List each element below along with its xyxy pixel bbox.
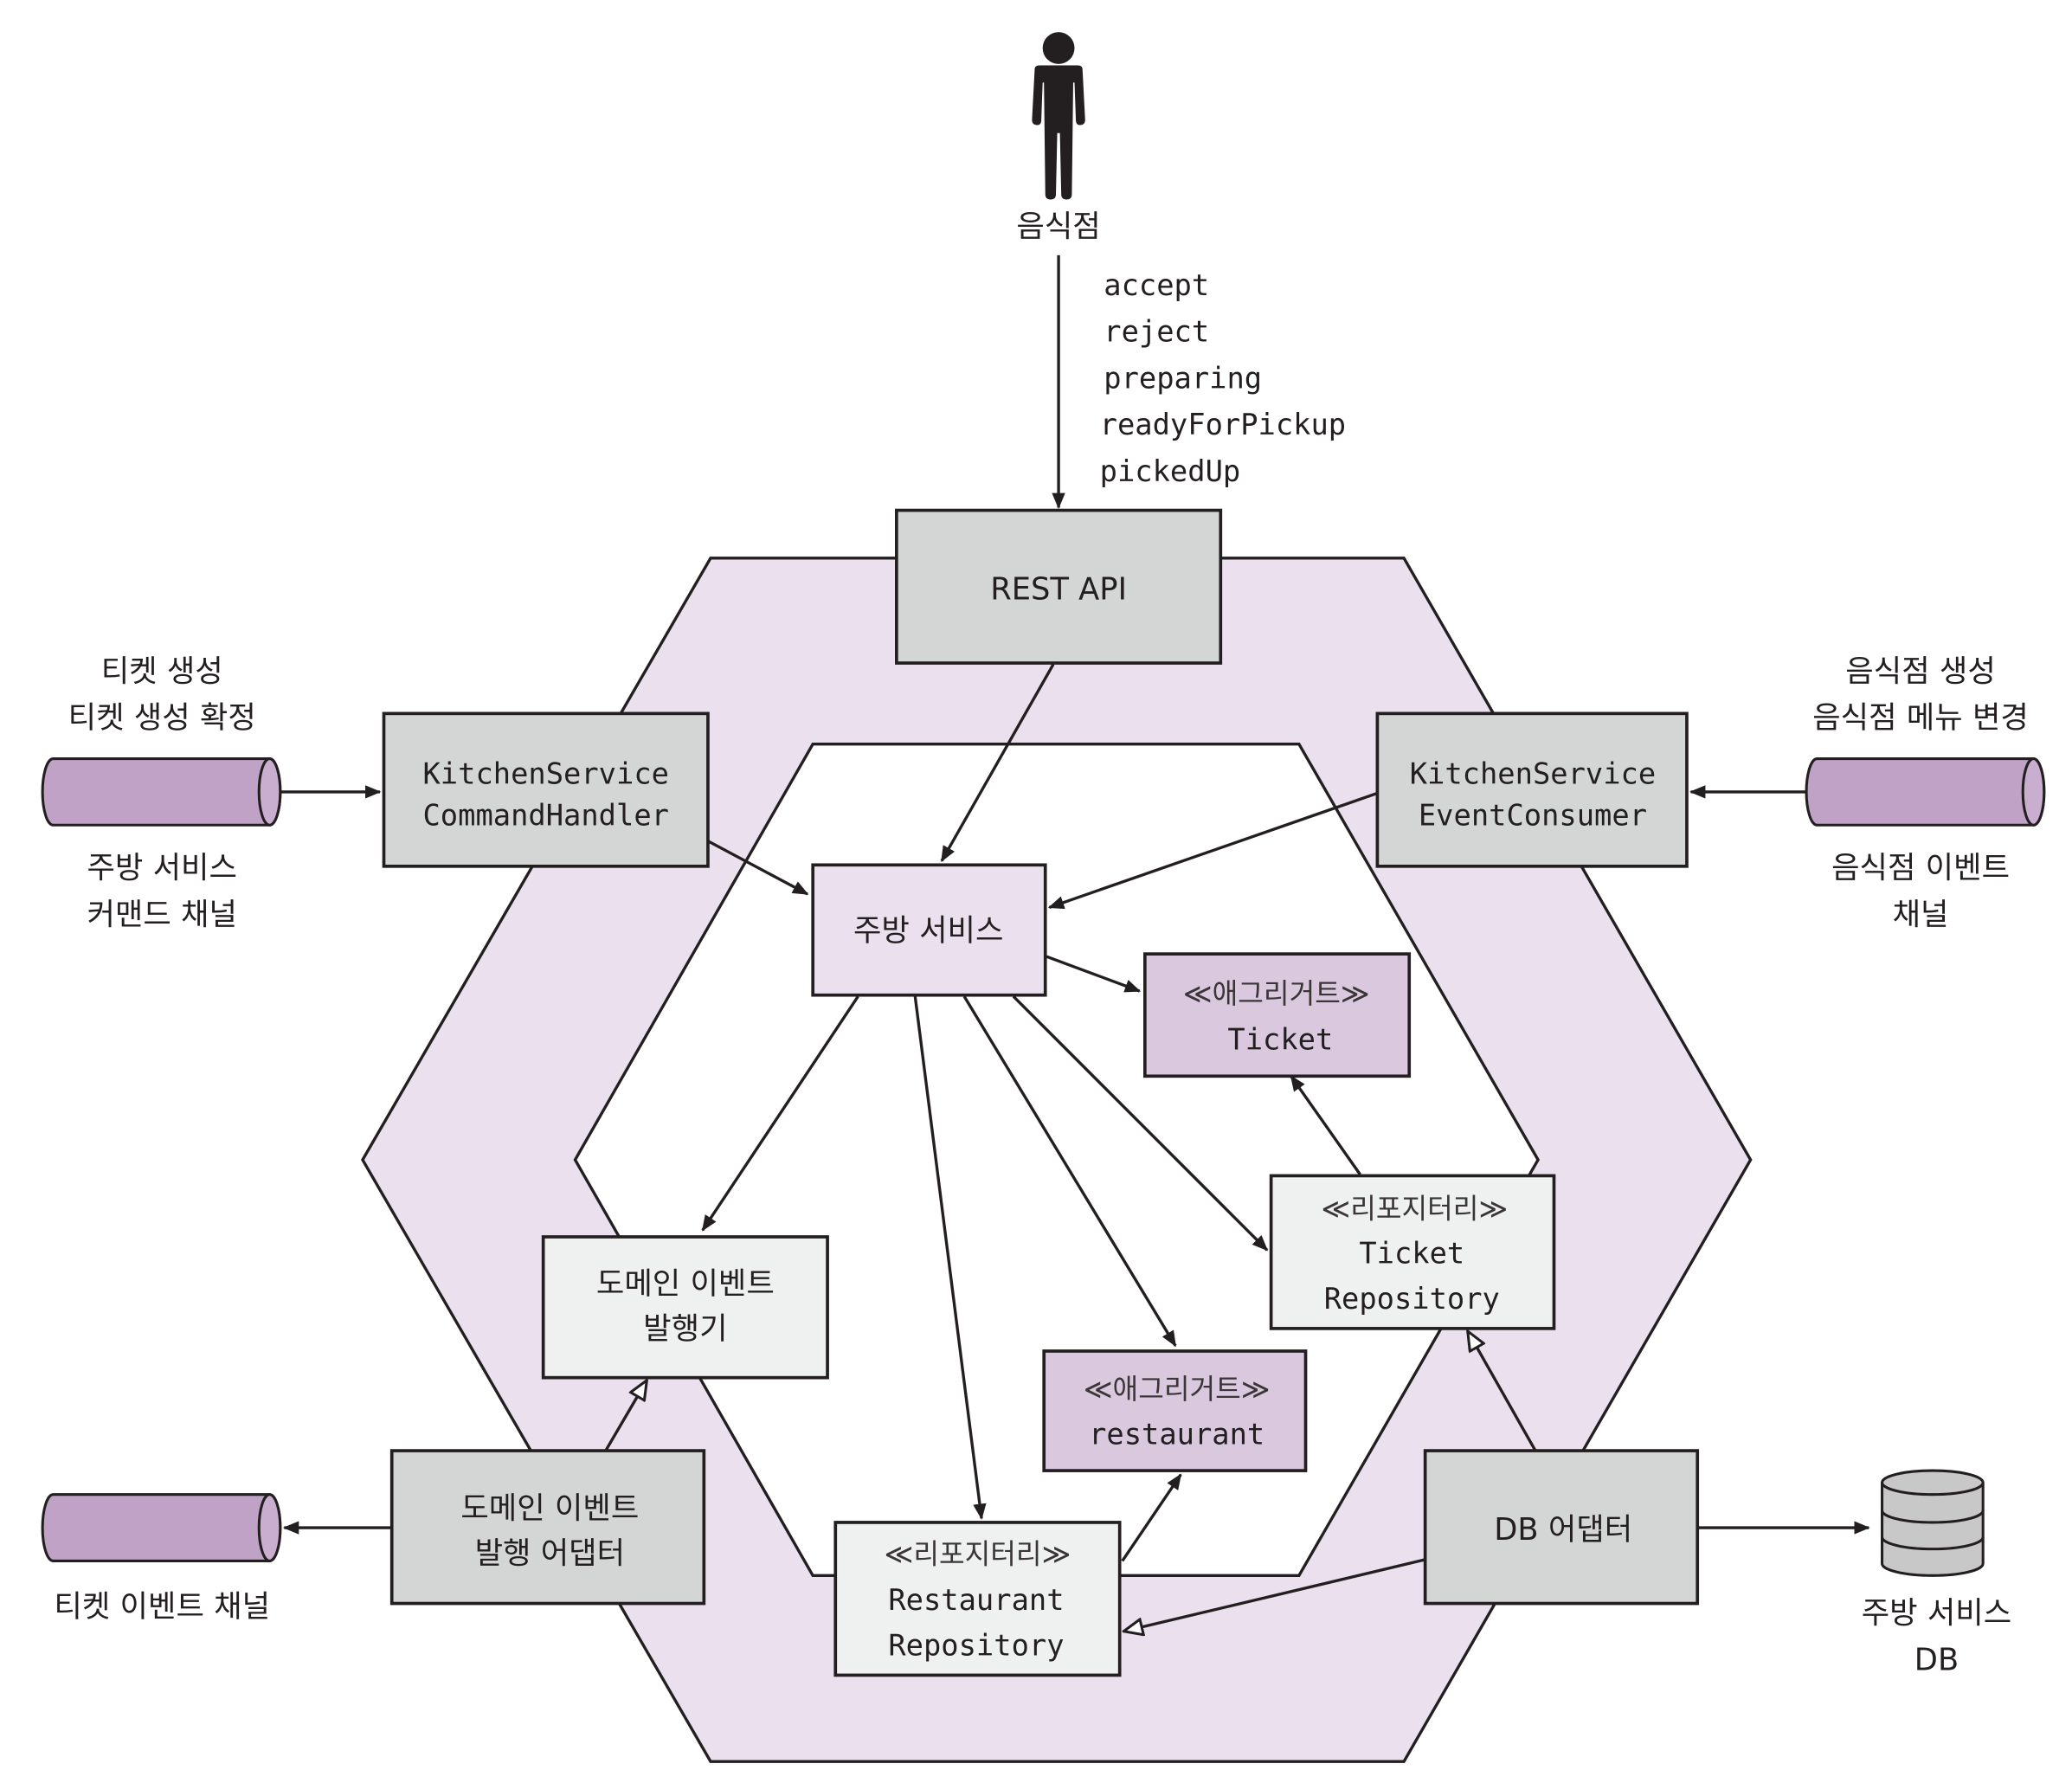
command-channel[interactable] [41, 757, 282, 827]
restaurant-channel-name: 채널 [1893, 897, 1949, 932]
actor-label: 음식점 [1016, 209, 1100, 244]
event-consumer-box[interactable]: KitchenService EventConsumer [1375, 711, 1689, 868]
ticket-repository-label: Ticket [1359, 1237, 1464, 1271]
command-channel-message: 티켓 생성 확정 [68, 700, 256, 736]
channel-pipe-icon [41, 757, 282, 827]
database-name: 주방 서비스 [1862, 1596, 2012, 1632]
channel-pipe-icon [41, 1493, 282, 1562]
ticket-repository-stereotype: ≪리포지터리≫ [1322, 1193, 1509, 1226]
domain-event-publisher-label: 도메인 이벤트 [596, 1266, 775, 1302]
kitchen-service-to-ticket-arrow [1046, 955, 1142, 993]
rest-command: readyForPickup [1100, 408, 1346, 441]
restaurant-repository-to-restaurant-arrow [1121, 1473, 1182, 1562]
db-adapter-box[interactable]: DB 어댑터 [1423, 1449, 1700, 1606]
event-consumer-label: KitchenService [1410, 757, 1656, 791]
restaurant-channel-name: 음식점 이벤트 [1831, 851, 2010, 886]
domain-event-publisher-box[interactable]: 도메인 이벤트 발행기 [541, 1235, 829, 1380]
restaurant-repository-box[interactable]: ≪리포지터리≫ Restaurant Repository [833, 1521, 1122, 1677]
ticket-repository-box[interactable]: ≪리포지터리≫ Ticket Repository [1269, 1174, 1556, 1330]
ticket-aggregate-stereotype: ≪애그리거트≫ [1183, 977, 1370, 1010]
kitchen-service-to-restaurant-repository-arrow [913, 996, 987, 1520]
ticket-aggregate-label: Ticket [1227, 1023, 1333, 1057]
rest-command: accept [1104, 268, 1209, 302]
restaurant-event-channel[interactable] [1805, 757, 2046, 827]
kitchen-service-box[interactable]: 주방 서비스 [811, 863, 1047, 997]
database-name: DB [1914, 1642, 1959, 1677]
ticket-aggregate-box[interactable]: ≪애그리거트≫ Ticket [1142, 952, 1412, 1078]
kitchen-service-to-event-publisher-arrow [701, 995, 859, 1232]
rest-command-list: accept reject preparing readyForPickup p… [1100, 268, 1346, 488]
db-adapter-label: DB 어댑터 [1494, 1512, 1632, 1548]
restaurant-repository-label: Restaurant [888, 1583, 1064, 1617]
restaurant-channel-message: 음식점 메뉴 변경 [1812, 700, 2029, 736]
command-handler-label: CommandHandler [422, 798, 668, 832]
command-handler-to-kitchen-service-arrow [707, 840, 809, 896]
domain-event-publisher-label: 발행기 [643, 1311, 727, 1347]
rest-command: preparing [1104, 361, 1262, 395]
database-icon[interactable] [1881, 1469, 1985, 1577]
rest-command: pickedUp [1100, 454, 1241, 488]
db-adapter-implements-restaurant-repository [1123, 1558, 1426, 1632]
event-consumer-to-kitchen-service-arrow [1047, 791, 1378, 910]
event-adapter-implements-event-publisher [604, 1381, 647, 1452]
channel-pipe-icon [1805, 757, 2046, 827]
rest-command: reject [1104, 315, 1209, 349]
restaurant-aggregate-box[interactable]: ≪애그리거트≫ restaurant [1042, 1349, 1308, 1472]
restaurant-aggregate-label: restaurant [1089, 1417, 1264, 1451]
rest-api-to-kitchen-service-arrow [940, 663, 1055, 863]
command-handler-label: KitchenService [422, 757, 668, 791]
event-consumer-label: EventConsumer [1419, 798, 1647, 832]
ticket-repository-to-ticket-arrow [1290, 1075, 1361, 1175]
domain-event-adapter-box[interactable]: 도메인 이벤트 발행 어댑터 [389, 1449, 706, 1606]
ticket-event-channel[interactable] [41, 1493, 282, 1562]
ticket-channel-name: 티켓 이벤트 채널 [54, 1589, 270, 1625]
ticket-repository-label: Repository [1324, 1282, 1500, 1316]
rest-api-box[interactable]: REST API [895, 508, 1223, 665]
domain-event-adapter-label: 발행 어댑터 [475, 1536, 626, 1572]
command-channel-name: 주방 서비스 [87, 851, 237, 886]
restaurant-channel-message: 음식점 생성 [1845, 654, 1996, 690]
restaurant-repository-label: Repository [888, 1628, 1064, 1662]
kitchen-service-label: 주방 서비스 [853, 913, 1004, 949]
command-channel-message: 티켓 생성 [101, 654, 223, 690]
kitchen-service-to-ticket-repository-arrow [1012, 995, 1269, 1252]
person-icon [1032, 32, 1085, 200]
restaurant-aggregate-stereotype: ≪애그리거트≫ [1084, 1373, 1271, 1406]
db-adapter-implements-ticket-repository [1468, 1331, 1537, 1452]
domain-event-adapter-label: 도메인 이벤트 [460, 1490, 639, 1526]
command-channel-name: 커맨드 채널 [87, 897, 237, 932]
rest-api-label: REST API [990, 571, 1127, 607]
command-handler-box[interactable]: KitchenService CommandHandler [382, 711, 710, 868]
kitchen-service-to-restaurant-arrow [962, 995, 1177, 1348]
restaurant-repository-stereotype: ≪리포지터리≫ [885, 1538, 1071, 1571]
